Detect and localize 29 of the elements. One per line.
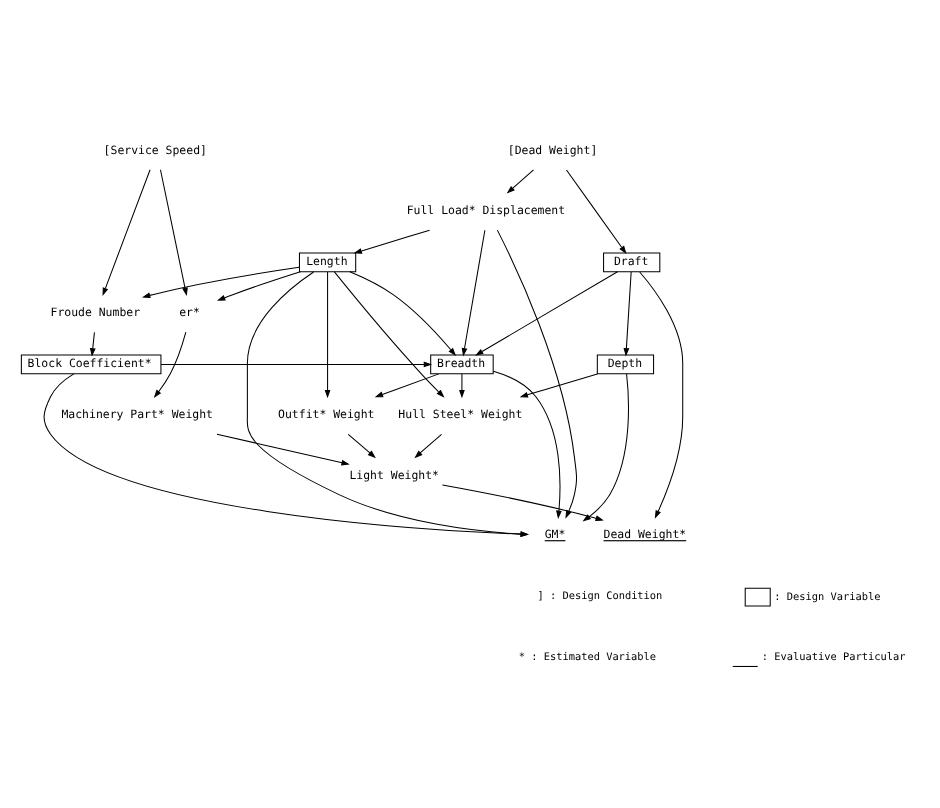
arrow — [43, 373, 529, 537]
arrow — [160, 361, 433, 368]
arrow — [519, 373, 598, 398]
arrow — [623, 271, 632, 357]
arrow — [349, 271, 457, 357]
arrow — [324, 271, 331, 399]
arrow — [246, 271, 529, 537]
arrow — [353, 229, 431, 254]
arrow — [141, 266, 300, 299]
arrow — [496, 229, 578, 519]
arrow — [89, 331, 96, 357]
arrow — [461, 229, 486, 357]
arrow — [102, 169, 151, 296]
arrow — [492, 370, 562, 519]
arrow — [333, 271, 445, 398]
arrow — [217, 271, 301, 301]
arrow — [475, 271, 619, 356]
arrow — [216, 433, 350, 466]
arrow — [639, 271, 684, 519]
arrow — [565, 169, 627, 255]
arrow — [153, 331, 187, 398]
arrow — [582, 373, 629, 522]
arrow — [506, 169, 535, 194]
arrow — [414, 433, 443, 459]
arrow — [347, 433, 376, 459]
arrow — [459, 373, 465, 399]
arrow — [159, 169, 188, 297]
arrow — [374, 373, 440, 398]
arrow — [441, 484, 604, 522]
